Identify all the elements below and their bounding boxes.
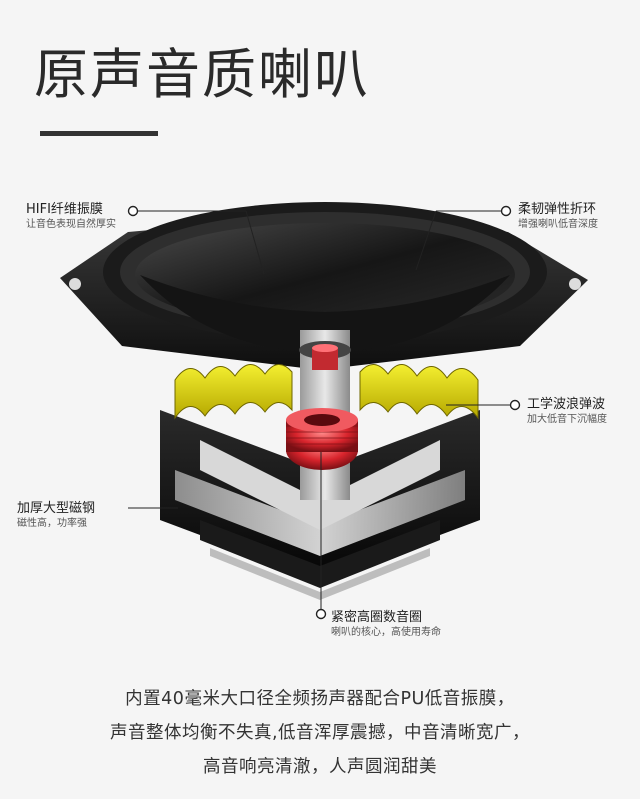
description-line-3: 高音响亮清澈，人声圆润甜美 <box>203 757 437 777</box>
title-underline <box>40 131 158 136</box>
callout-magnet-desc: 磁性高，功率强 <box>17 518 87 529</box>
callout-coil: 紧密高圈数音圈 喇叭的核心，高使用寿命 <box>331 610 441 640</box>
callout-coil-title: 紧密高圈数音圈 <box>331 610 423 625</box>
speaker-cutaway-illustration <box>60 202 588 600</box>
description-line-2: 声音整体均衡不失真,低音浑厚震撼，中音清晰宽广， <box>109 723 531 743</box>
callout-damper: 工学波浪弹波 加大低音下沉幅度 <box>527 397 607 427</box>
callout-surround-title: 柔韧弹性折环 <box>518 202 597 217</box>
description-line-1: 内置40毫米大口径全频扬声器配合PU低音振膜， <box>125 689 515 709</box>
callout-damper-title: 工学波浪弹波 <box>527 397 606 412</box>
description: 内置40毫米大口径全频扬声器配合PU低音振膜， 声音整体均衡不失真,低音浑厚震撼… <box>0 682 640 784</box>
callout-coil-desc: 喇叭的核心，高使用寿命 <box>331 627 441 638</box>
callout-diaphragm-title: HIFI纤维振膜 <box>26 202 103 217</box>
callout-diaphragm: HIFI纤维振膜 让音色表现自然厚实 <box>26 202 116 232</box>
callout-surround: 柔韧弹性折环 增强喇叭低音深度 <box>518 202 598 232</box>
page-title: 原声音质喇叭 <box>34 43 370 106</box>
callout-damper-desc: 加大低音下沉幅度 <box>527 414 607 425</box>
callout-diaphragm-desc: 让音色表现自然厚实 <box>26 219 116 230</box>
callout-magnet-title: 加厚大型磁钢 <box>17 501 96 516</box>
callout-magnet: 加厚大型磁钢 磁性高，功率强 <box>17 501 95 531</box>
callout-surround-desc: 增强喇叭低音深度 <box>518 219 598 230</box>
